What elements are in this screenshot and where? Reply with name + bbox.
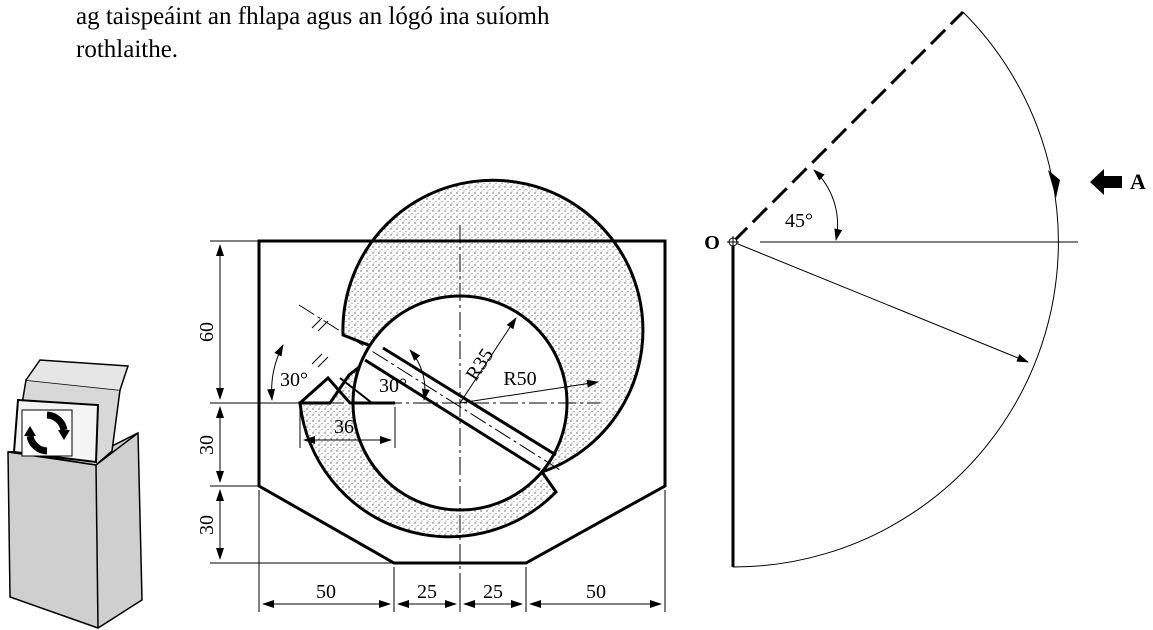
dim-50-left-label: 50 [316,581,336,603]
angle-30-left-label: 30° [280,369,308,391]
logo-column-illustration [7,359,143,629]
dim-30-mid-label: 30 [196,435,218,455]
question-text: ag taispeáint an fhlapa agus an lógó ina… [76,0,550,66]
angle-30-right-label: 30° [379,375,407,397]
dim-60-label: 60 [196,322,218,342]
logo-icon [21,409,73,457]
rotation-view: O 45° A [704,10,1146,568]
view-a-arrow-icon [1090,169,1122,195]
dim-25-right-label: 25 [483,581,503,603]
dim-36-label: 36 [334,416,354,438]
question-line-1: ag taispeáint an fhlapa agus an lógó ina… [76,3,550,30]
view-a-label: A [1130,169,1146,194]
r50-label: R50 [503,368,536,390]
angle-45-label: 45° [785,210,813,232]
dim-30-bottom-label: 30 [196,515,218,535]
question-line-2: rothlaithe. [76,36,179,63]
dim-50-right-label: 50 [586,581,606,603]
plate-drawing: 60 30 30 50 25 25 50 36 30° 30° R35 R50 [196,178,667,612]
dim-25-left-label: 25 [417,581,437,603]
origin-label: O [704,232,720,254]
